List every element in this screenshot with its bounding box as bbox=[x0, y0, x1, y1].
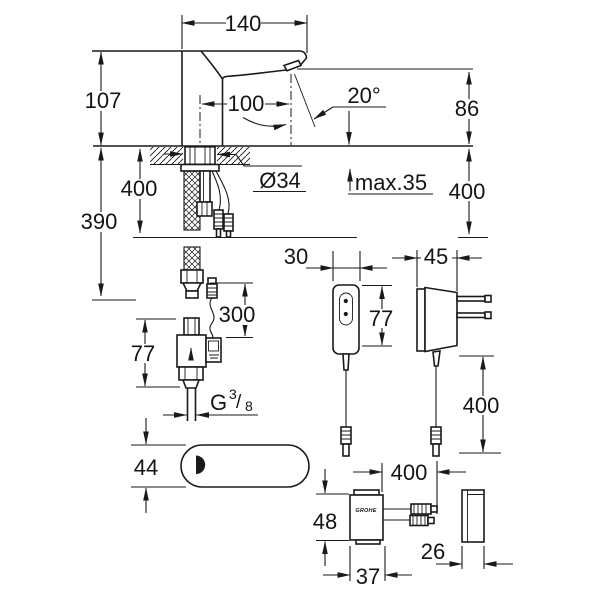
dim-sensor-cable: 300 bbox=[219, 302, 256, 327]
box-front-body bbox=[349, 494, 384, 541]
dim-unit-height: 77 bbox=[369, 306, 393, 331]
hose-taper bbox=[181, 282, 203, 292]
dim-box-height: 48 bbox=[313, 509, 337, 534]
dim-spray-angle: 20° bbox=[347, 83, 380, 108]
outlet-pipe bbox=[186, 388, 197, 421]
dim-hose-length-left: 400 bbox=[121, 176, 158, 201]
dim-clearance-below: 390 bbox=[81, 209, 118, 234]
adapter-cable-taper bbox=[432, 350, 441, 367]
valve-solenoid bbox=[205, 337, 222, 363]
counter-hatch-left bbox=[150, 147, 183, 164]
faucet-front-corner bbox=[299, 50, 308, 66]
counter-hatch-right bbox=[217, 147, 250, 164]
solenoid-detail bbox=[208, 340, 219, 352]
sensor-cable-2 bbox=[215, 170, 230, 215]
dim-total-height: 107 bbox=[85, 88, 122, 113]
mounting-washer bbox=[180, 163, 220, 172]
dim-outlet-height: 86 bbox=[455, 96, 479, 121]
hose-nut bbox=[180, 269, 204, 284]
dim-top-width: 140 bbox=[225, 11, 262, 36]
adapter-cable-connector bbox=[430, 426, 442, 457]
valve-bottom-nut bbox=[178, 366, 204, 381]
dim-body-width: 44 bbox=[134, 455, 158, 480]
dim-max-deck-thickness: max.35 bbox=[355, 170, 427, 195]
adapter-body bbox=[424, 286, 458, 353]
dim-unit-width: 30 bbox=[284, 244, 308, 269]
junction-box-views: GROHE bbox=[316, 461, 513, 581]
brand-logo: GROHE bbox=[355, 508, 376, 514]
power-adapter-side-view bbox=[392, 250, 501, 457]
control-unit-body bbox=[332, 284, 360, 355]
valve-inlet bbox=[183, 317, 200, 336]
faucet-top-view bbox=[180, 444, 310, 488]
box-side-view bbox=[461, 489, 485, 543]
box-connector-2 bbox=[409, 514, 435, 527]
braided-hose-lower bbox=[183, 246, 201, 271]
unit-cable-taper bbox=[342, 353, 350, 371]
dim-hose-length-right: 400 bbox=[449, 179, 486, 204]
thread-slash: / bbox=[236, 392, 242, 413]
sensor-plug bbox=[206, 277, 218, 299]
countertop bbox=[93, 145, 473, 172]
solenoid-valve bbox=[176, 317, 222, 421]
threaded-rod bbox=[199, 170, 211, 203]
thread-numerator: 3 bbox=[229, 386, 237, 402]
braided-hose-upper bbox=[183, 170, 201, 231]
text-backgrounds bbox=[81, 14, 501, 415]
dim-box-width: 37 bbox=[356, 564, 380, 589]
faucet-neck-curve bbox=[200, 50, 224, 80]
angle-arc-arrow bbox=[242, 117, 287, 131]
box-bottom-lip bbox=[355, 539, 381, 545]
infrared-sensor-window bbox=[196, 455, 206, 475]
slot-hole-bottom bbox=[343, 311, 348, 317]
thread-denominator: 8 bbox=[245, 398, 253, 414]
spray-angle-line bbox=[294, 73, 316, 128]
box-connector-1 bbox=[410, 503, 438, 515]
sensor-slot bbox=[339, 292, 353, 326]
box-cables bbox=[383, 508, 411, 521]
cable-connector-2 bbox=[223, 213, 234, 238]
thread-g: G bbox=[210, 390, 227, 415]
faucet-side-view bbox=[92, 50, 316, 169]
plug-pins bbox=[456, 294, 492, 320]
mounting-nut bbox=[196, 201, 213, 217]
aerator-outlet bbox=[282, 59, 303, 72]
dim-thread-size: G 3 / 8 bbox=[210, 386, 253, 415]
slot-hole-top bbox=[343, 298, 348, 304]
dim-adapter-cable: 400 bbox=[463, 393, 500, 418]
dim-spout-reach: 100 bbox=[228, 91, 265, 116]
dim-box-cable: 400 bbox=[391, 460, 428, 485]
cable-connector-1 bbox=[213, 209, 224, 238]
control-unit-front-view bbox=[306, 251, 392, 457]
hose-end-collar bbox=[185, 290, 199, 299]
sensor-cable-1 bbox=[211, 170, 221, 211]
dim-box-depth: 26 bbox=[421, 539, 445, 564]
dim-hole-diameter: Ø34 bbox=[259, 168, 301, 193]
dimension-labels: 140 107 100 20° 86 Ø34 max.35 400 400 39… bbox=[81, 11, 500, 589]
angle-leader-arrow bbox=[313, 106, 334, 120]
supply-connections bbox=[176, 170, 234, 421]
faucet-spout-underside bbox=[221, 69, 287, 146]
unit-cable-connector bbox=[340, 426, 352, 457]
faucet-body-outline bbox=[180, 444, 310, 488]
valve-taper bbox=[181, 379, 201, 389]
dim-adapter-width: 45 bbox=[424, 244, 448, 269]
adapter-faceplate bbox=[416, 288, 426, 352]
dim-valve-height: 77 bbox=[131, 341, 155, 366]
mounting-shank bbox=[184, 146, 216, 166]
sensor-plug-cable bbox=[209, 297, 215, 340]
